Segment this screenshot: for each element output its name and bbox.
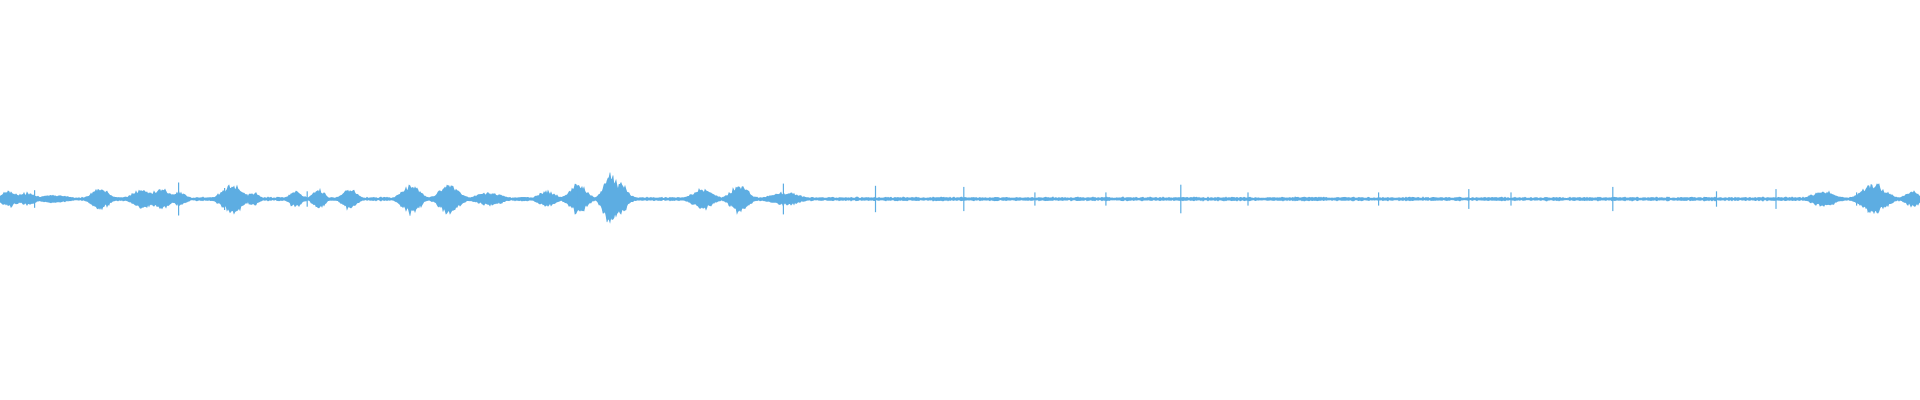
waveform-transients — [33, 182, 1858, 216]
waveform-envelope — [0, 172, 1920, 224]
